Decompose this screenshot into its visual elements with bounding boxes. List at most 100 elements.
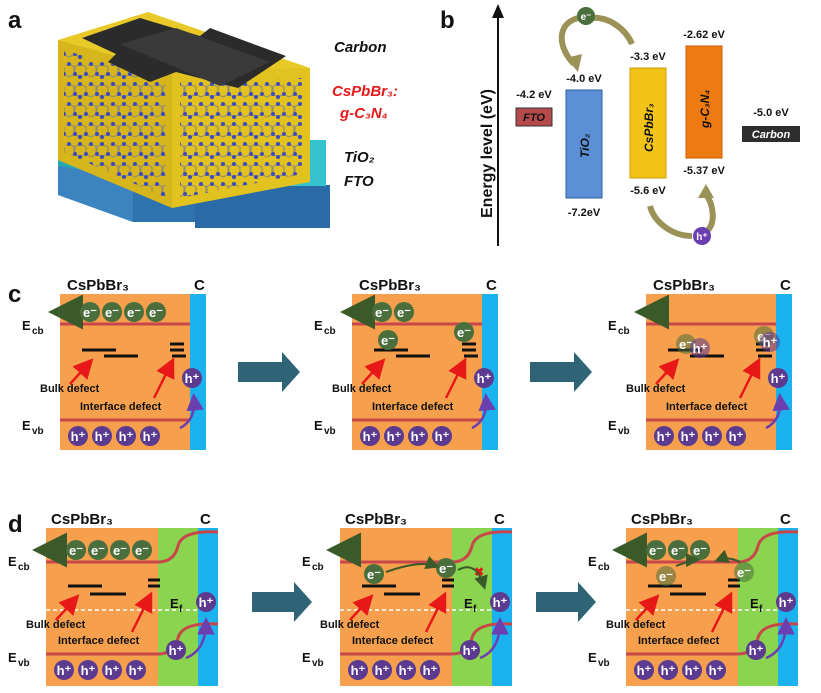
- carbon-level: -5.0 eV: [753, 107, 789, 119]
- hole-1-circle: [54, 660, 74, 680]
- electron-release-path-2: [714, 549, 741, 563]
- electron-2-circle: [394, 302, 414, 322]
- carbon-name: Carbon: [752, 129, 791, 141]
- hole-4-circle: [140, 426, 160, 446]
- gcn-hole-label: h⁺: [463, 643, 478, 658]
- hole-1-circle: [360, 426, 380, 446]
- bulk-defect-arrow: [55, 594, 80, 621]
- label-tio2: TiO₂: [344, 149, 375, 166]
- gcn-hole-label: h⁺: [749, 643, 764, 658]
- c2-evb-sub: vb: [618, 426, 630, 437]
- hole-extraction-arrow: [471, 393, 496, 430]
- trapped-electron-interface: e⁻: [436, 558, 456, 578]
- trapped-electron-bulk: e⁻: [378, 330, 398, 350]
- electron-2-label: e⁻: [105, 305, 119, 320]
- hole-1: h⁺: [634, 660, 654, 680]
- c0-ecb-label: E: [22, 318, 31, 333]
- tio2-cb: -4.0 eV: [566, 73, 602, 85]
- gcn-name: g-C₃N₄: [698, 90, 712, 129]
- extracted-hole-circle: [768, 368, 788, 388]
- bulk-defect-label: Bulk defect: [332, 383, 392, 395]
- c2-ecb-label: E: [608, 318, 617, 333]
- electron-4-circle: [132, 540, 152, 560]
- gcn-hole-circle: [166, 640, 186, 660]
- trapped-electron-bulk-circle: [364, 564, 384, 584]
- c0-evb-label: E: [22, 418, 31, 433]
- electron-1-label: e⁻: [375, 305, 389, 320]
- hole-3-label: h⁺: [685, 663, 700, 678]
- electron-2: e⁻: [668, 540, 688, 560]
- ef-sub: f: [473, 604, 477, 615]
- hole-particle: [693, 227, 711, 245]
- c2-ecb-sub: cb: [618, 326, 630, 337]
- recombined-hole-label: h⁺: [693, 341, 708, 356]
- electron-3-circle: [110, 540, 130, 560]
- hole-2: h⁺: [92, 426, 112, 446]
- hole-4: h⁺: [432, 426, 452, 446]
- electron-3: e⁻: [690, 540, 710, 560]
- hole-transfer-arrow: [703, 192, 716, 235]
- hole-extraction-arrow: [479, 617, 509, 660]
- interface-defect-label: Interface defect: [80, 401, 162, 413]
- hole-2-circle: [658, 660, 678, 680]
- cspbbr3-band-bar: [629, 67, 667, 179]
- cspbbr3-vb: -5.6 eV: [630, 185, 666, 197]
- electron-1-label: e⁻: [69, 543, 83, 558]
- carbon-heading: C: [486, 277, 497, 294]
- conduction-band: [626, 530, 799, 564]
- cspbbr3-name: CsPbBr₃: [642, 103, 656, 152]
- bulk-defect-arrow: [635, 594, 660, 621]
- hole-3-label: h⁺: [105, 663, 120, 678]
- hole-1-label: h⁺: [71, 429, 86, 444]
- electron-1-circle: [646, 540, 666, 560]
- d2-ecb-label: E: [588, 554, 597, 569]
- electron-1: e⁻: [66, 540, 86, 560]
- trapped-electron-bulk: e⁻: [364, 564, 384, 584]
- released-electron-interface-circle: [734, 562, 754, 582]
- released-electron-interface: e⁻: [734, 562, 754, 582]
- carbon-heading: C: [780, 511, 791, 528]
- hole-3-circle: [408, 426, 428, 446]
- panel-b: b Energy level (eV) FTO -4.2 eV TiO₂ -4.…: [440, 4, 800, 246]
- interface-defect-arrow: [738, 357, 761, 399]
- extracted-hole: h⁺: [490, 592, 510, 612]
- energy-axis-label: Energy level (eV): [479, 89, 496, 218]
- bulk-defect-label: Bulk defect: [26, 619, 86, 631]
- bulk-defect-label: Bulk defect: [320, 619, 380, 631]
- released-electron-bulk-circle: [656, 566, 676, 586]
- hole-2: h⁺: [384, 426, 404, 446]
- extracted-hole: h⁺: [474, 368, 494, 388]
- gcn-pattern-front: [180, 78, 302, 198]
- fto-name: FTO: [523, 112, 545, 124]
- hole-4-label: h⁺: [709, 663, 724, 678]
- panel-label-d: d: [8, 511, 23, 538]
- electron-2: e⁻: [102, 302, 122, 322]
- interface-defect-arrow: [424, 591, 447, 633]
- hole-1: h⁺: [360, 426, 380, 446]
- electron-3-label: e⁻: [693, 543, 707, 558]
- d0-ecb-sub: cb: [18, 562, 30, 573]
- hole-4: h⁺: [726, 426, 746, 446]
- released-electron-bulk: e⁻: [656, 566, 676, 586]
- recombined-hole-2-label: h⁺: [763, 335, 778, 350]
- hole-1-circle: [634, 660, 654, 680]
- interface-defect-label: Interface defect: [666, 401, 748, 413]
- hole-2-circle: [372, 660, 392, 680]
- extracted-hole-circle: [182, 368, 202, 388]
- carbon-level-bar: [742, 126, 800, 142]
- electron-1-circle: [80, 302, 100, 322]
- electron-1-circle: [66, 540, 86, 560]
- electron-1-label: e⁻: [83, 305, 97, 320]
- c0-evb-sub: vb: [32, 426, 44, 437]
- cspbbr3-cb: -3.3 eV: [630, 51, 666, 63]
- hole-4-label: h⁺: [729, 429, 744, 444]
- d1-evb-sub: vb: [312, 658, 324, 669]
- recombined-hole-2-circle: [760, 332, 780, 352]
- interface-defect-arrow: [152, 357, 175, 399]
- panel-label-c: c: [8, 281, 21, 308]
- d0-evb-label: E: [8, 650, 17, 665]
- hole-3: h⁺: [102, 660, 122, 680]
- energy-axis-arrowhead: [492, 4, 504, 18]
